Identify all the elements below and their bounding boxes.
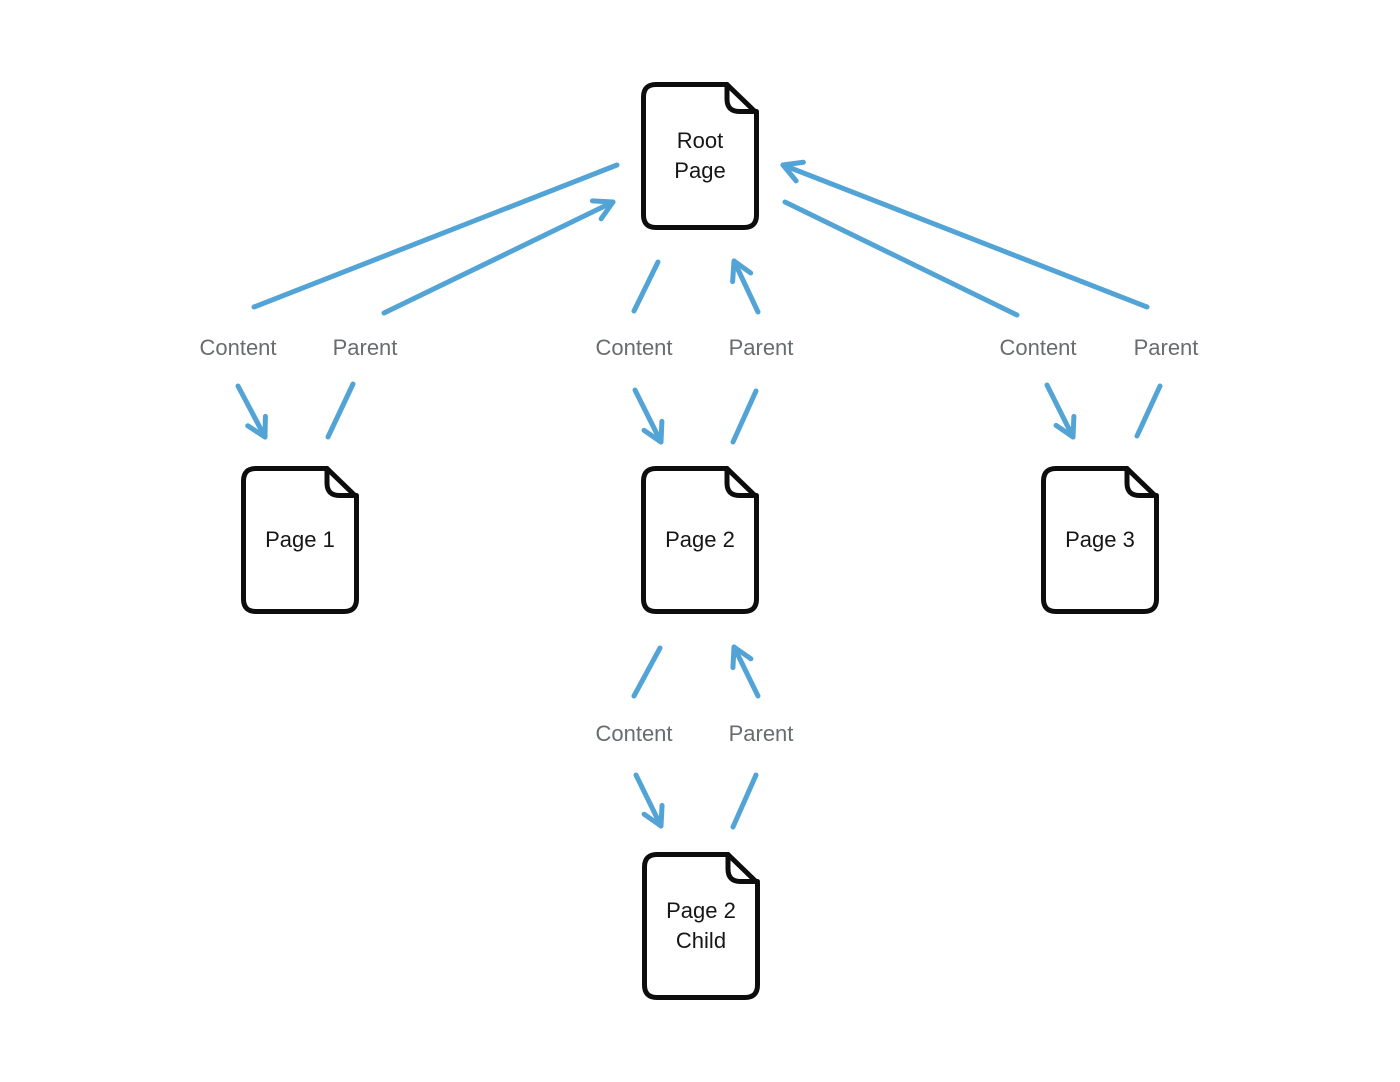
node-label: Page 2 <box>665 527 735 553</box>
edge-label-parent: Parent <box>1133 335 1199 360</box>
edge-root-page1 <box>235 162 620 440</box>
parent-arrow-lower <box>730 388 759 445</box>
edge-label-content: Content <box>595 335 673 360</box>
content-arrow-upper <box>782 199 1020 318</box>
edge-label-content: Content <box>595 721 673 746</box>
parent-arrow-upper <box>780 159 1150 310</box>
node-page-2-child: Page 2 Child <box>642 852 760 1000</box>
edge-label-parent: Parent <box>728 335 794 360</box>
content-arrow-upper <box>631 645 663 699</box>
content-arrow-lower <box>235 383 268 440</box>
edge-label-parent: Parent <box>728 721 794 746</box>
parent-arrow-upper <box>730 258 761 315</box>
content-arrow-upper <box>251 162 620 310</box>
node-page-2: Page 2 <box>641 466 759 614</box>
document-icon <box>241 466 359 614</box>
parent-arrow-lower <box>325 381 356 440</box>
document-icon <box>1041 466 1159 614</box>
node-label: Page 2 Child <box>666 898 736 953</box>
edge-label-content: Content <box>999 335 1077 360</box>
edge-root-page3 <box>780 159 1163 440</box>
node-page-1: Page 1 <box>241 466 359 614</box>
node-label: Page 3 <box>1065 527 1135 553</box>
parent-arrow-lower <box>1134 383 1163 439</box>
edge-root-page2 <box>631 258 761 445</box>
parent-arrow-lower <box>730 772 759 830</box>
node-page-3: Page 3 <box>1041 466 1159 614</box>
node-root-page: Root Page <box>641 82 759 230</box>
parent-arrow-upper <box>730 644 761 699</box>
document-icon <box>641 466 759 614</box>
edge-label-parent: Parent <box>332 335 398 360</box>
content-arrow-lower <box>633 772 665 829</box>
edge-label-content: Content <box>199 335 277 360</box>
content-arrow-lower <box>632 387 665 445</box>
content-arrow-lower <box>1044 382 1077 440</box>
parent-arrow-upper <box>381 198 616 316</box>
node-label: Root Page <box>674 128 726 183</box>
edge-page2-page2child <box>631 644 761 830</box>
node-label: Page 1 <box>265 527 335 553</box>
content-arrow-upper <box>631 259 661 314</box>
document-icon <box>641 82 759 230</box>
document-icon <box>642 852 760 1000</box>
